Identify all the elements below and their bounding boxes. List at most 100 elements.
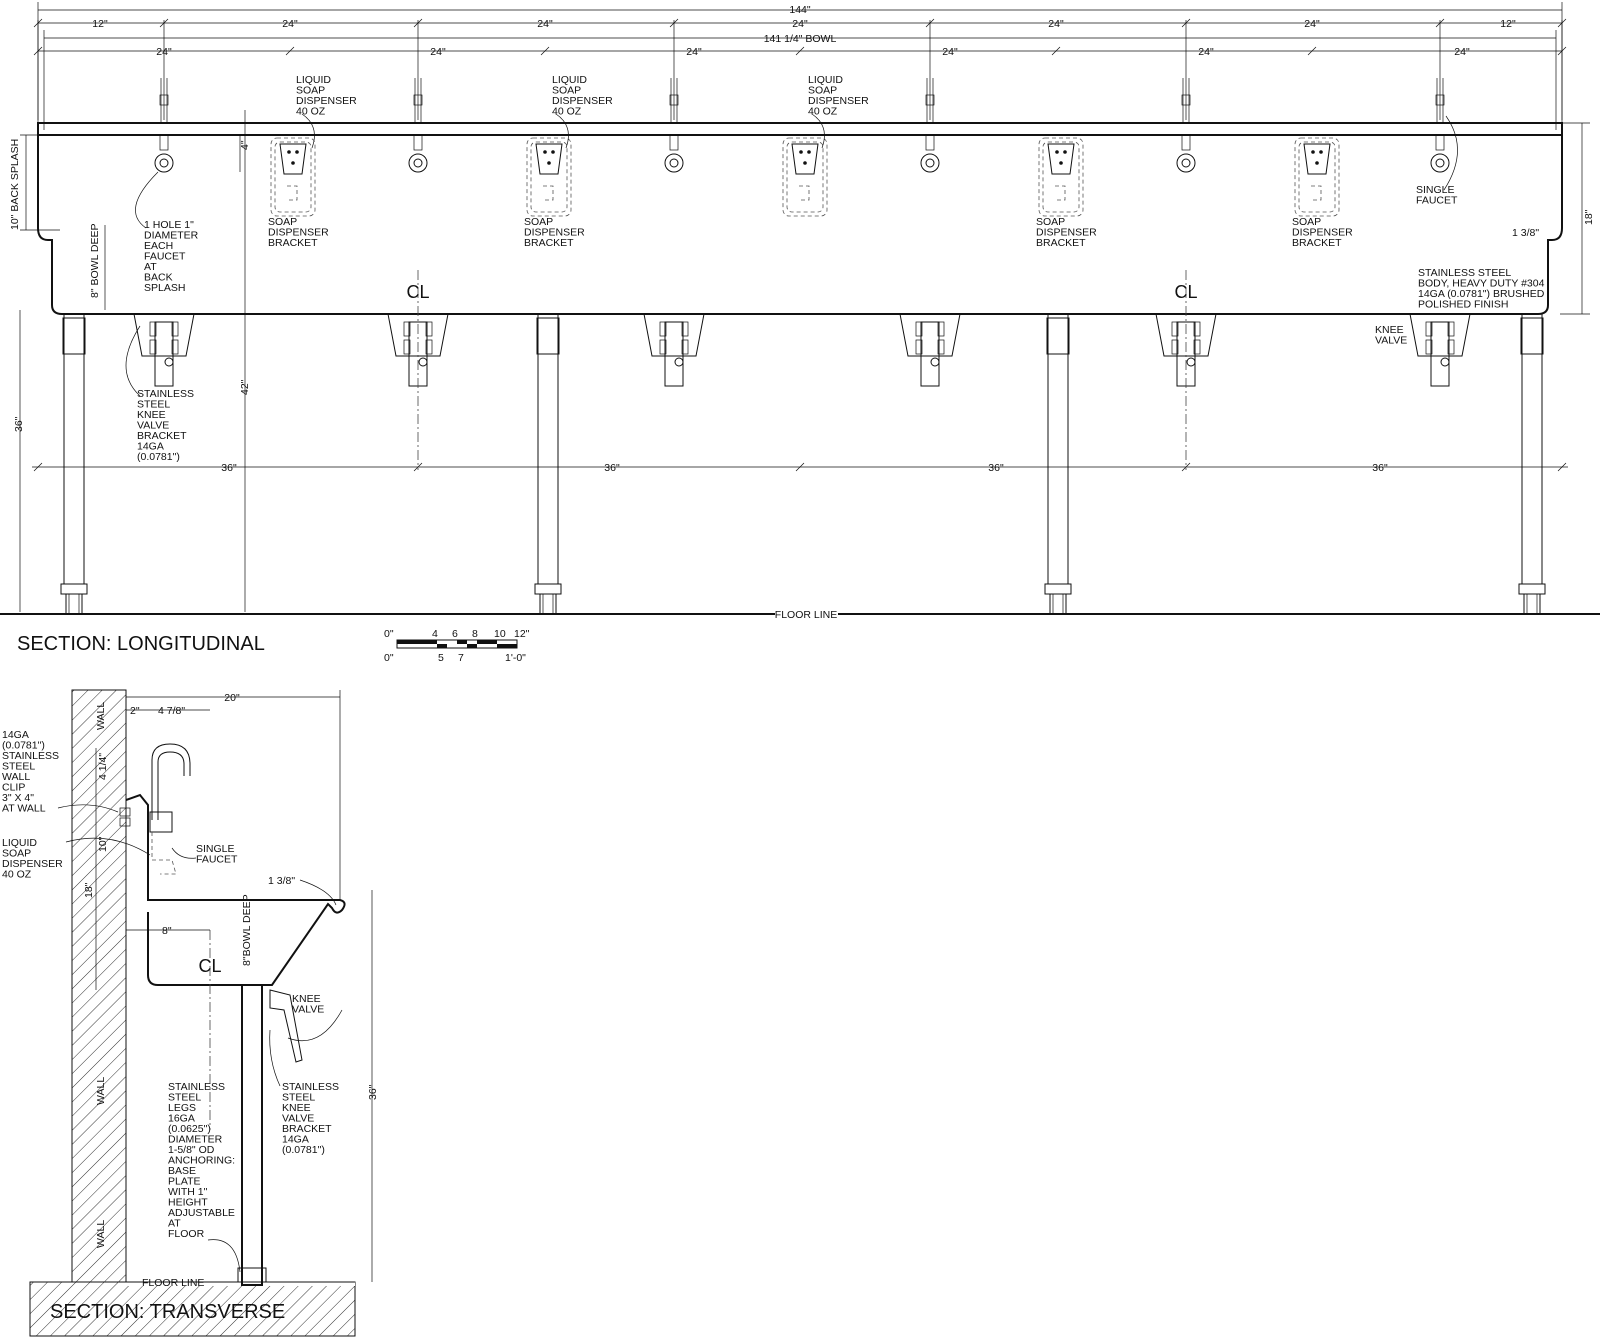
scale-bottom-0: 0": [384, 652, 394, 664]
soap-dispenser-0: [270, 137, 316, 217]
dim-spacing-0: 24": [282, 18, 298, 30]
wall-label-bottom: WALL: [95, 1220, 107, 1248]
leg-0: [60, 313, 88, 614]
centerline-marker-1: CL: [406, 270, 430, 470]
transverse-leg: [241, 984, 263, 1286]
dim-spacing-1: 24": [537, 18, 553, 30]
dim-leg-spacing-3: 36": [1372, 462, 1388, 474]
sink-profile: [125, 793, 346, 986]
knee-valve-2: [643, 313, 705, 387]
dim-42-height: 42": [239, 379, 251, 395]
dim-faucet-spacing-2: 24": [686, 46, 702, 58]
sink-body: [37, 135, 1563, 315]
dim-4-7-8: 4 7/8": [158, 705, 185, 717]
faucet-1: [408, 78, 428, 173]
dim-2: 2": [130, 705, 140, 717]
dim-end-right: 12": [1500, 18, 1516, 30]
dim-spacing-4: 24": [1304, 18, 1320, 30]
longitudinal-section: 144" 12" 12" 24"24"24"24"24" 141 1/4" BO…: [0, 2, 1600, 664]
soap-dispenser-2: [782, 137, 828, 217]
scale-top-4: 10: [494, 628, 506, 640]
scale-bar: 0" 4 6 8 10 12" 0" 5 7 1'-0": [384, 628, 530, 664]
faucet-3: [920, 78, 940, 173]
svg-text:CL: CL: [1174, 282, 1197, 302]
dim-1-3-8-t: 1 3/8": [268, 875, 295, 887]
leg-3: [1518, 313, 1546, 614]
scale-bottom-3: 1'-0": [505, 652, 526, 664]
faucet-2: [664, 78, 684, 173]
dim-faucet-spacing-3: 24": [942, 46, 958, 58]
dim-leg-spacing-2: 36": [988, 462, 1004, 474]
dim-36-height: 36": [13, 416, 25, 432]
transverse-knee-valve: [269, 989, 303, 1063]
dim-bowl-t: 8"BOWL DEEP: [241, 894, 253, 966]
dim-10: 10": [97, 836, 109, 852]
dim-18-t: 18": [83, 882, 95, 898]
transverse-section: WALL WALL WALL CL 20" 2" 4 7/8" 4 1/4" 1…: [2, 689, 379, 1337]
leg-1: [534, 313, 562, 614]
dim-spacing-2: 24": [792, 18, 808, 30]
soap-dispenser-1: [526, 137, 572, 217]
dim-8-t: 8": [162, 925, 172, 937]
scale-top-2: 6: [452, 628, 458, 640]
dim-spacing-3: 24": [1048, 18, 1064, 30]
wall-label-mid: WALL: [95, 1077, 107, 1105]
scale-top-5: 12": [514, 628, 530, 640]
dim-rim: 1 3/8": [1512, 227, 1539, 239]
scale-top-0: 0": [384, 628, 394, 640]
knee-valve-3: [899, 313, 961, 387]
faucet-5: [1430, 78, 1450, 173]
dim-4: 4": [239, 140, 251, 150]
wall-label-top: WALL: [95, 702, 107, 730]
dim-4-1-4: 4 1/4": [97, 753, 109, 780]
dim-bowl: 141 1/4" BOWL: [764, 33, 837, 45]
soap-dispenser-3: [1038, 137, 1084, 217]
dim-faucet-spacing-1: 24": [430, 46, 446, 58]
dim-end-left: 12": [92, 18, 108, 30]
floor-line-label: FLOOR LINE: [775, 609, 837, 621]
knee-valve-0: [133, 313, 195, 387]
faucet-0: [154, 78, 174, 173]
scale-bottom-1: 5: [438, 652, 444, 664]
dimension-lines-top: [33, 2, 1567, 130]
title-longitudinal: SECTION: LONGITUDINAL: [17, 633, 265, 655]
knee-valve-5: [1409, 313, 1471, 387]
dim-leg-spacing-1: 36": [604, 462, 620, 474]
dim-18: 18": [1583, 209, 1595, 225]
svg-text:CL: CL: [198, 956, 221, 976]
dim-36-t: 36": [367, 1084, 379, 1100]
dim-leg-spacing-0: 36": [221, 462, 237, 474]
dim-back-splash: 10" BACK SPLASH: [9, 139, 21, 230]
scale-bottom-2: 7: [458, 652, 464, 664]
leg-2: [1044, 313, 1072, 614]
backsplash-rail: [37, 122, 1563, 136]
faucet-4: [1176, 78, 1196, 173]
scale-top-1: 4: [432, 628, 438, 640]
knee-valve-1: [387, 313, 449, 387]
scale-top-3: 8: [472, 628, 478, 640]
centerline-marker-2: CL: [1174, 270, 1198, 470]
dim-faucet-spacing-4: 24": [1198, 46, 1214, 58]
transverse-faucet: [151, 743, 191, 820]
floor-line-label-t: FLOOR LINE: [142, 1277, 204, 1289]
svg-text:CL: CL: [406, 282, 429, 302]
dim-faucet-spacing-5: 24": [1454, 46, 1470, 58]
